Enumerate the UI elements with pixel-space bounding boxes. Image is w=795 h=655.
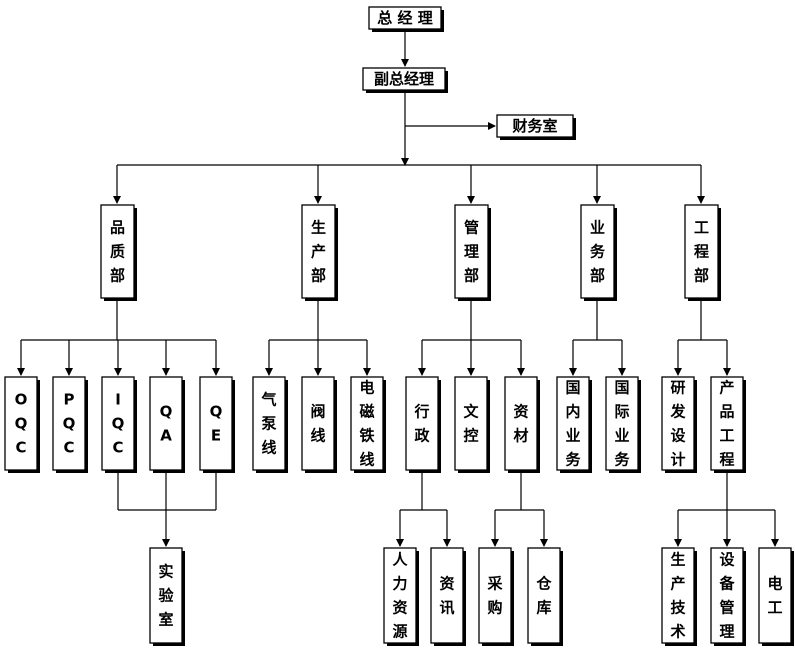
node-label: 阀线 bbox=[310, 403, 325, 445]
node-box bbox=[100, 204, 135, 299]
node-lab: 实验室 bbox=[149, 547, 185, 646]
node-box bbox=[710, 376, 744, 471]
node-label: 采购 bbox=[486, 575, 503, 617]
node-box bbox=[454, 204, 489, 299]
node-warehouse: 仓库 bbox=[527, 547, 563, 646]
node-box bbox=[478, 547, 512, 644]
node-box bbox=[556, 376, 590, 471]
node-production-technology: 生产技术 bbox=[661, 547, 697, 646]
node-label: 气泵线 bbox=[260, 391, 276, 457]
node-box bbox=[199, 376, 233, 471]
node-box bbox=[4, 376, 38, 471]
node-box bbox=[149, 376, 183, 471]
node-dept-management: 管理部 bbox=[454, 204, 491, 301]
node-label: 生产部 bbox=[311, 219, 326, 285]
node-label: 行政 bbox=[413, 403, 430, 445]
node-label: 财务室 bbox=[512, 117, 557, 135]
node-label: 生产技术 bbox=[670, 551, 686, 641]
node-box bbox=[101, 376, 135, 471]
node-pneumatic-pump-line: 气泵线 bbox=[252, 376, 288, 473]
node-valve-line: 阀线 bbox=[301, 376, 337, 473]
node-solenoid-line: 电磁铁线 bbox=[350, 376, 386, 473]
node-box bbox=[661, 376, 695, 471]
node-box bbox=[758, 547, 792, 644]
node-box bbox=[430, 547, 464, 644]
node-dept-quality: 品质部 bbox=[100, 204, 137, 301]
node-label: 副总经理 bbox=[374, 70, 434, 88]
node-domestic-business: 国内业务 bbox=[556, 376, 592, 473]
node-electrician: 电工 bbox=[758, 547, 794, 646]
node-label: 电磁铁线 bbox=[359, 379, 374, 469]
node-product-engineering: 产品工程 bbox=[710, 376, 746, 473]
node-label: 实验室 bbox=[158, 563, 174, 629]
node-dept-production: 生产部 bbox=[301, 204, 338, 301]
node-label: 管理部 bbox=[464, 219, 479, 285]
node-label: 国内业务 bbox=[565, 379, 581, 469]
node-label: 文控 bbox=[463, 403, 479, 445]
node-equipment-management: 设备管理 bbox=[710, 547, 746, 646]
node-box bbox=[661, 547, 695, 644]
node-label: 总 经 理 bbox=[377, 9, 432, 27]
connector-lines bbox=[17, 29, 779, 547]
node-box bbox=[580, 204, 615, 299]
node-label: 产品工程 bbox=[719, 379, 734, 469]
node-materials: 资材 bbox=[504, 376, 540, 473]
node-box bbox=[405, 376, 439, 471]
node-label: 业务部 bbox=[590, 219, 606, 285]
node-finance-office: 财务室 bbox=[496, 114, 576, 140]
node-box bbox=[52, 376, 86, 471]
node-label: 品质部 bbox=[110, 219, 125, 285]
node-hr: 人力资源 bbox=[383, 547, 419, 646]
node-box bbox=[252, 376, 286, 471]
node-box bbox=[350, 376, 384, 471]
node-label: 设备管理 bbox=[718, 551, 735, 641]
node-box bbox=[368, 6, 442, 30]
node-label: 研发设计 bbox=[669, 379, 686, 469]
node-box bbox=[527, 547, 561, 644]
node-box bbox=[710, 547, 744, 644]
node-rd-design: 研发设计 bbox=[661, 376, 697, 473]
node-box bbox=[362, 67, 446, 91]
node-box bbox=[301, 204, 336, 299]
node-label: 工程部 bbox=[694, 219, 709, 285]
node-label: 资讯 bbox=[439, 575, 454, 617]
node-general-manager: 总 经 理 bbox=[368, 6, 444, 32]
node-box bbox=[149, 547, 183, 644]
node-box bbox=[605, 376, 639, 471]
node-info: 资讯 bbox=[430, 547, 466, 646]
node-deputy-gm: 副总经理 bbox=[362, 67, 448, 93]
node-box bbox=[383, 547, 417, 644]
node-dept-engineering: 工程部 bbox=[684, 204, 721, 301]
node-dept-business: 业务部 bbox=[580, 204, 617, 301]
node-admin: 行政 bbox=[405, 376, 441, 473]
node-purchasing: 采购 bbox=[478, 547, 514, 646]
node-label: 电工 bbox=[767, 575, 782, 617]
node-label: 仓库 bbox=[535, 575, 552, 617]
node-doc-control: 文控 bbox=[454, 376, 490, 473]
node-label: 人力资源 bbox=[392, 551, 408, 641]
node-box bbox=[496, 114, 574, 138]
node-label: 资材 bbox=[513, 403, 528, 445]
node-label: 国际业务 bbox=[614, 379, 630, 469]
node-box bbox=[504, 376, 538, 471]
node-box bbox=[454, 376, 488, 471]
node-box bbox=[684, 204, 719, 299]
node-international-business: 国际业务 bbox=[605, 376, 641, 473]
node-box bbox=[301, 376, 335, 471]
